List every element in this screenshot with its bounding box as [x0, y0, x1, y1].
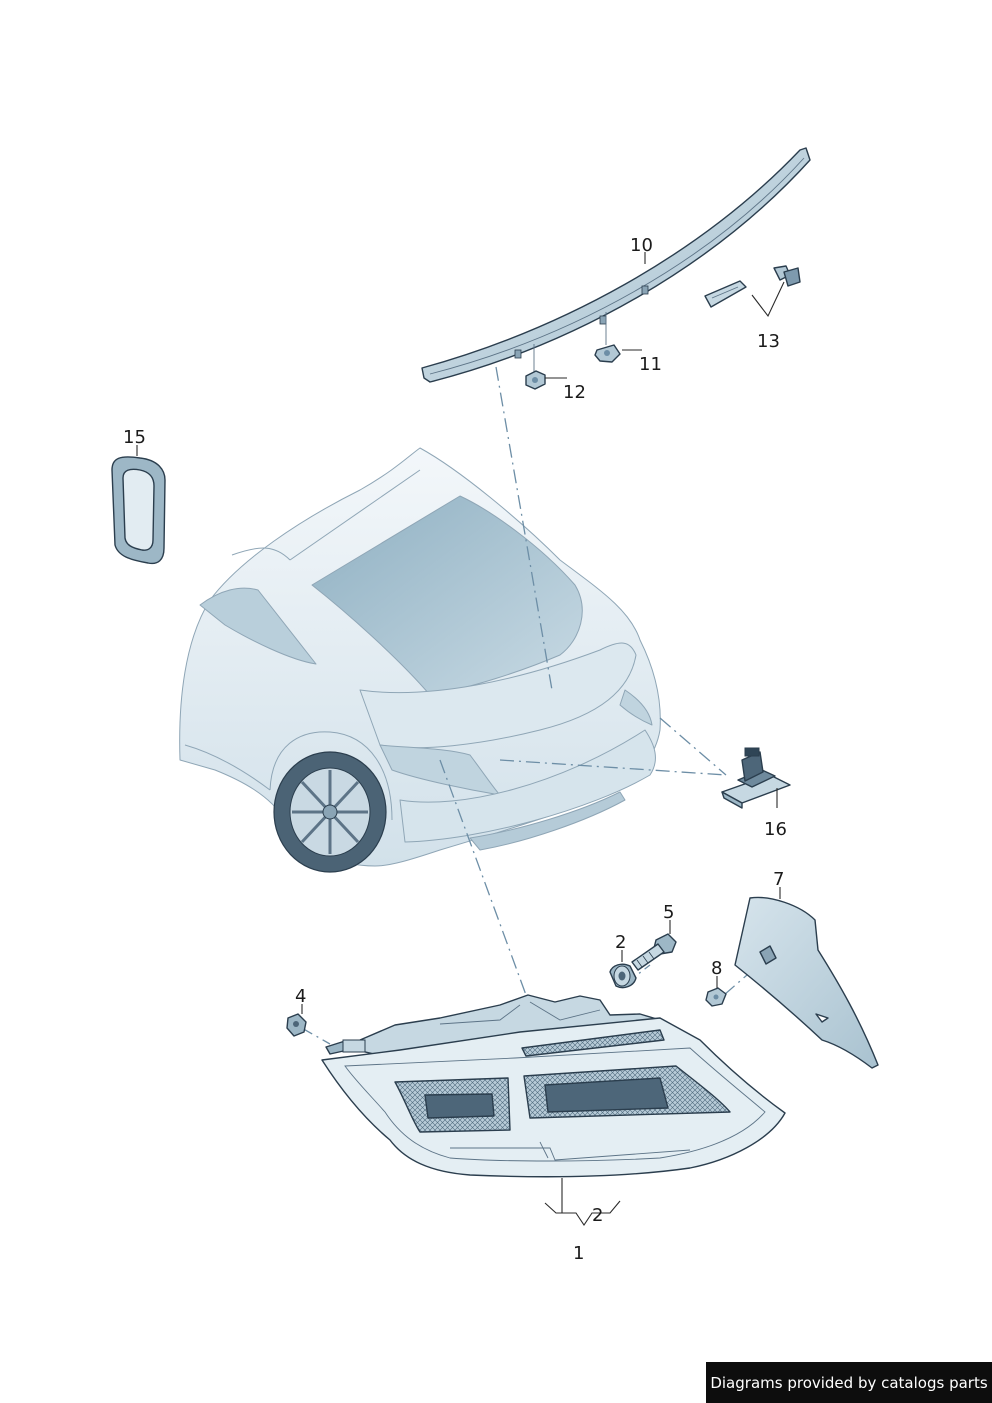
watermark-banner: Diagrams provided by catalogs parts [706, 1362, 992, 1403]
callout-1: 1 [573, 1243, 584, 1264]
car-rear-view [179, 447, 661, 873]
callout-2-lamp: 2 [592, 1205, 603, 1226]
callout-16: 16 [764, 819, 787, 840]
part-1-tail-light [321, 994, 786, 1178]
leader-lines [136, 252, 785, 1226]
callout-5: 5 [663, 902, 674, 923]
callout-2-nut: 2 [615, 932, 626, 953]
callout-labels: 10 11 12 13 15 16 7 5 2 8 4 2 1 [123, 235, 787, 1264]
callout-12: 12 [563, 382, 586, 403]
callout-8: 8 [711, 958, 722, 979]
callout-13: 13 [757, 331, 780, 352]
part-11-clip [594, 312, 621, 363]
callout-10: 10 [630, 235, 653, 256]
part-5-bolt [631, 933, 677, 971]
rear-wheel [273, 751, 387, 873]
callout-15: 15 [123, 427, 146, 448]
callout-4: 4 [295, 986, 306, 1007]
part-15-reflector [111, 456, 166, 565]
callout-11: 11 [639, 354, 662, 375]
part-4-bolt [286, 1013, 307, 1037]
part-16-license-lamp [721, 747, 791, 809]
callout-7: 7 [773, 869, 784, 890]
part-10-trim-strip [421, 147, 811, 383]
part-12-nut [525, 344, 546, 390]
part-8-clip [705, 987, 727, 1007]
part-13-gasket-set [704, 265, 801, 308]
part-7-trim-panel [734, 896, 879, 1069]
part-2-nut [609, 963, 637, 989]
